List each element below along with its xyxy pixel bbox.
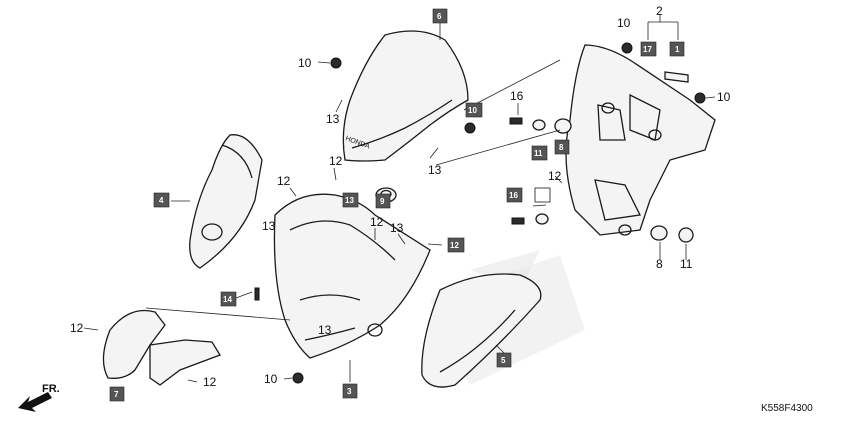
screw-parts	[254, 42, 706, 384]
label-13-cover-bottom: 13	[318, 323, 332, 337]
box-label-13: 13	[342, 192, 359, 208]
label-10-windscreen: 10	[298, 56, 312, 70]
rubber-strip-17	[664, 71, 689, 83]
label-13-cover-left: 13	[262, 219, 276, 233]
box-label-8: 8	[554, 139, 570, 155]
label-12-bracket-left: 12	[70, 321, 84, 335]
windscreen: HONDA	[342, 30, 469, 162]
box-label-14: 14	[220, 291, 237, 307]
box-label-16: 16	[506, 187, 523, 203]
label-12-left: 12	[277, 174, 291, 188]
box-label-10: 10	[465, 102, 483, 118]
box-label-11: 11	[531, 145, 548, 161]
label-13-windscreen-left: 13	[326, 112, 340, 126]
svg-text:7: 7	[114, 390, 119, 399]
svg-text:11: 11	[534, 149, 543, 158]
label-16: 16	[510, 89, 524, 103]
svg-text:3: 3	[347, 387, 352, 396]
label-12-bracket-right: 12	[203, 375, 217, 389]
label-10-right: 10	[717, 90, 731, 104]
svg-text:14: 14	[223, 295, 232, 304]
svg-text:6: 6	[437, 12, 442, 21]
boxed-labels: 6 10 17 1 11 8 4 13 9 12 16 14 7 3 5 12	[109, 8, 685, 402]
svg-text:FR.: FR.	[42, 383, 60, 395]
diagram-code: K558F4300	[761, 403, 813, 414]
lower-bracket	[102, 309, 221, 386]
svg-text:4: 4	[159, 196, 164, 205]
label-2: 2	[656, 4, 663, 18]
box-label-12-mid: 12	[447, 237, 465, 253]
washer-lower	[535, 213, 549, 225]
headlight-stay	[565, 44, 716, 236]
leader-lines	[83, 15, 716, 383]
box-label-12-small: 12	[534, 187, 551, 203]
label-12-stay: 12	[548, 169, 562, 183]
label-13-windscreen-right: 13	[428, 163, 442, 177]
box-label-4: 4	[153, 192, 170, 208]
svg-text:9: 9	[380, 197, 385, 206]
label-13-cover-mid: 13	[390, 221, 404, 235]
front-cover	[273, 193, 431, 359]
svg-text:13: 13	[345, 196, 354, 205]
label-12-center: 12	[329, 154, 343, 168]
side-fairing	[421, 273, 542, 388]
box-label-3: 3	[342, 383, 358, 399]
svg-text:8: 8	[559, 143, 564, 152]
inner-panel-left	[189, 134, 263, 269]
box-label-7: 7	[109, 386, 125, 402]
svg-text:1: 1	[675, 45, 680, 54]
box-label-1: 1	[669, 41, 685, 57]
label-11: 11	[680, 257, 693, 271]
label-8-lower: 8	[656, 257, 663, 271]
box-label-12-stay	[534, 187, 551, 203]
svg-text:5: 5	[501, 356, 506, 365]
part-number-labels: 2 8 8 10 10 10 10 11 12 12 12 12 12 12 1…	[70, 4, 731, 389]
front-direction-arrow: FR.	[18, 383, 60, 412]
label-10-bottom: 10	[264, 372, 278, 386]
collar-11-upper	[532, 119, 546, 131]
svg-text:10: 10	[468, 106, 477, 115]
box-label-5: 5	[496, 352, 512, 368]
grommet-8-lower	[650, 225, 668, 241]
grommet-8-upper	[554, 118, 572, 134]
box-label-17: 17	[640, 41, 657, 57]
svg-text:12: 12	[450, 241, 459, 250]
label-10-top: 10	[617, 16, 631, 30]
label-12-mid: 12	[370, 215, 384, 229]
box-label-9: 9	[375, 193, 391, 209]
grommet-11-lower	[678, 227, 694, 243]
svg-text:16: 16	[509, 191, 518, 200]
box-label-6: 6	[432, 8, 448, 24]
svg-text:17: 17	[643, 45, 652, 54]
